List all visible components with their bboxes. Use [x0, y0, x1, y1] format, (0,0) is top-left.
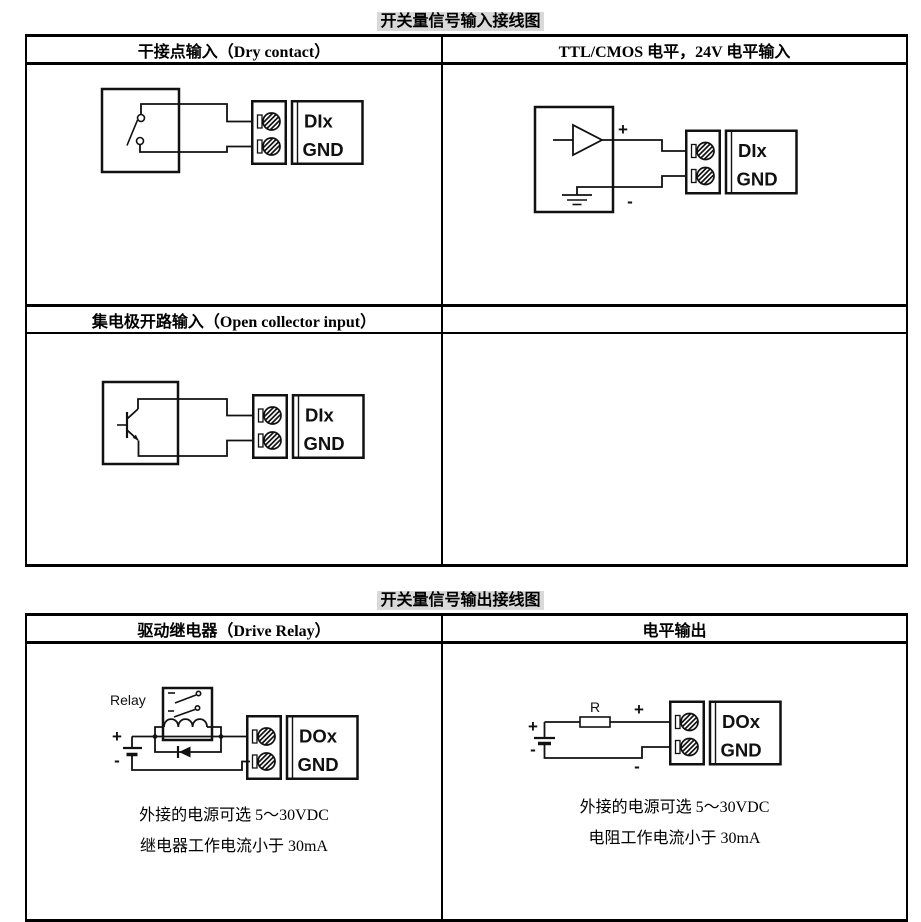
- gnd-label: GND: [298, 754, 339, 775]
- wire-minus: [543, 743, 671, 759]
- level-output-diagram: + - R + - DOx GND: [528, 699, 782, 776]
- buffer-icon: [552, 123, 604, 157]
- switch-icon: [126, 113, 146, 146]
- transistor-icon: [117, 408, 139, 441]
- input-wiring-table: 干接点输入（Dry contact） TTL/CMOS 电平，24V 电平输入 …: [25, 34, 908, 567]
- wire-collector: [137, 398, 254, 417]
- output-diagram-row: Relay: [25, 641, 908, 922]
- cell-ttl-cmos: + - DIx GND: [441, 62, 908, 307]
- ttl-cmos-diagram: + - DIx GND: [533, 105, 798, 214]
- input-section-title: 开关量信号输入接线图: [0, 7, 921, 31]
- header-open-collector: 集电极开路输入（Open collector input）: [25, 304, 443, 334]
- header-drive-relay: 驱动继电器（Drive Relay）: [25, 613, 443, 644]
- wire-bottom: [139, 144, 253, 153]
- empty-diagram-cell: [441, 332, 908, 567]
- port-label: DIx: [738, 140, 768, 161]
- source-box: [101, 380, 180, 466]
- gnd-label: GND: [736, 169, 777, 190]
- input-title-highlight: 开关量信号输入接线图: [377, 12, 544, 31]
- plus-sign: +: [528, 717, 538, 736]
- header-ttl-cmos: TTL/CMOS 电平，24V 电平输入: [441, 34, 908, 65]
- note-line: 外接的电源可选 5～30VDC: [139, 807, 329, 824]
- note-line: 外接的电源可选 5～30VDC: [579, 799, 770, 816]
- minus-sign: -: [627, 192, 633, 211]
- cell-open-collector: DIx GND: [25, 332, 443, 567]
- input-header-row-2: 集电极开路输入（Open collector input）: [25, 304, 908, 334]
- cell-dry-contact: DIx GND: [25, 62, 443, 307]
- port-label: DOx: [299, 726, 338, 747]
- cell-drive-relay: Relay: [25, 641, 443, 922]
- resistor-label: R: [589, 699, 599, 715]
- wire-plus: [601, 139, 687, 152]
- plus-sign: +: [112, 727, 122, 746]
- note-line: 继电器工作电流小于 30mA: [139, 838, 328, 855]
- note-line: 电阻工作电流小于 30mA: [588, 830, 761, 847]
- drive-relay-diagram: Relay: [110, 686, 359, 780]
- minus-sign: -: [114, 751, 120, 770]
- open-collector-diagram: DIx GND: [101, 380, 365, 466]
- port-label: DIx: [305, 405, 335, 426]
- gnd-label: GND: [304, 433, 345, 454]
- level-output-notes: 外接的电源可选 5～30VDC 电阻工作电流小于 30mA: [443, 792, 906, 854]
- header-level-output: 电平输出: [441, 613, 908, 644]
- battery-icon: [123, 736, 142, 757]
- plus-sign-terminal: +: [634, 700, 644, 719]
- output-title-highlight: 开关量信号输出接线图: [377, 591, 544, 610]
- gnd-label: GND: [303, 139, 344, 160]
- output-section-title: 开关量信号输出接线图: [0, 586, 921, 610]
- minus-sign: -: [530, 740, 536, 759]
- minus-sign-terminal: -: [634, 757, 640, 776]
- input-diagram-row-1: DIx GND + -: [25, 62, 908, 307]
- output-wiring-table: 驱动继电器（Drive Relay） 电平输出 Relay: [25, 613, 908, 922]
- drive-relay-notes: 外接的电源可选 5～30VDC 继电器工作电流小于 30mA: [27, 800, 441, 862]
- relay-icon: [154, 686, 222, 742]
- input-header-row-1: 干接点输入（Dry contact） TTL/CMOS 电平，24V 电平输入: [25, 34, 908, 65]
- source-box: [100, 87, 181, 174]
- source-box: [533, 105, 614, 214]
- cell-level-output: + - R + - DOx GND 外接的电源可选 5～30VDC 电阻工作电流…: [441, 641, 908, 922]
- wire-minus: [131, 754, 250, 771]
- header-dry-contact: 干接点输入（Dry contact）: [25, 34, 443, 65]
- port-label: DOx: [722, 711, 761, 732]
- dry-contact-diagram: DIx GND: [100, 87, 364, 174]
- output-header-row: 驱动继电器（Drive Relay） 电平输出: [25, 613, 908, 644]
- wire-top: [140, 103, 253, 123]
- plus-sign: +: [618, 120, 628, 139]
- resistor-icon: [578, 716, 611, 728]
- diode-icon: [154, 736, 222, 758]
- empty-header-cell: [441, 304, 908, 334]
- port-label: DIx: [304, 111, 334, 132]
- wire-emitter: [137, 439, 254, 457]
- ground-icon: [561, 175, 687, 206]
- gnd-label: GND: [720, 740, 761, 761]
- input-diagram-row-2: DIx GND: [25, 332, 908, 567]
- relay-label: Relay: [110, 692, 146, 708]
